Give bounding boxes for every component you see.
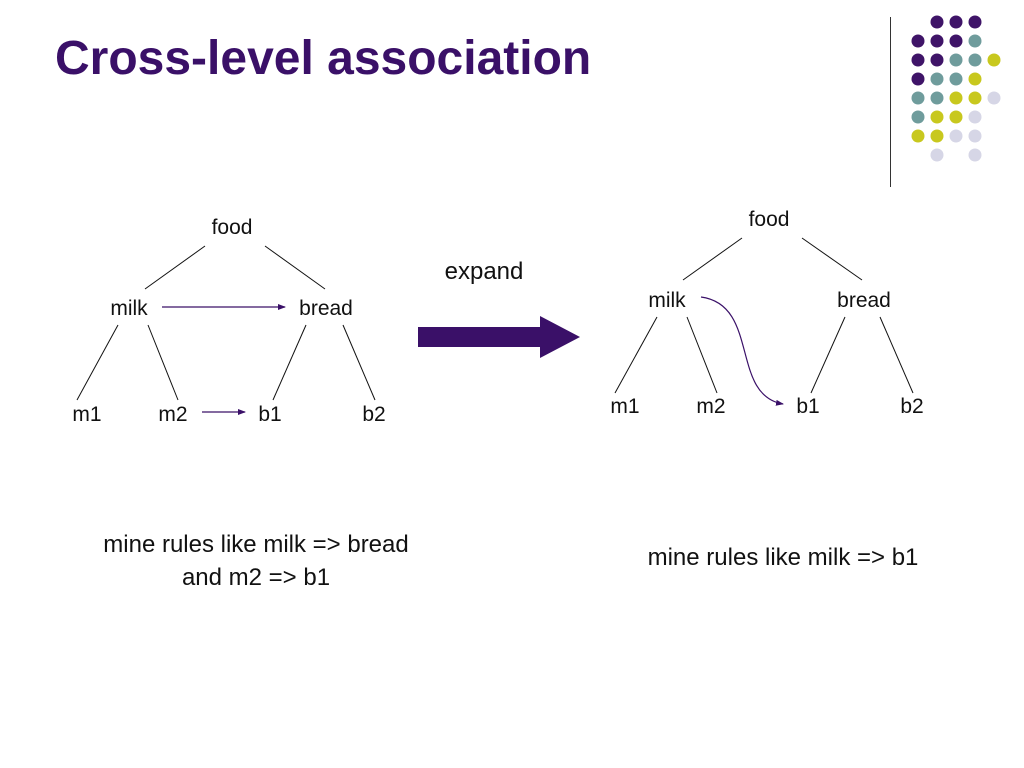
edge-food-bread <box>264 245 326 290</box>
node-b2: b2 <box>900 395 923 418</box>
decorative-dot <box>911 34 925 48</box>
node-food: food <box>749 208 790 231</box>
decorative-dot <box>911 53 925 67</box>
node-m1: m1 <box>72 403 101 426</box>
slide-title: Cross-level association <box>55 32 592 85</box>
decorative-dot <box>968 129 982 143</box>
decorative-dot <box>968 53 982 67</box>
node-b2: b2 <box>362 403 385 426</box>
decorative-dot <box>968 91 982 105</box>
edge-milk-m2 <box>686 316 718 394</box>
decorative-dot <box>930 148 944 162</box>
expand-arrow-icon <box>418 316 580 358</box>
decorative-dot <box>930 110 944 124</box>
decorative-dot <box>930 53 944 67</box>
right-tree: food milk bread m1 m2 b1 b2 <box>610 208 923 418</box>
node-milk: milk <box>110 297 148 320</box>
decorative-dot <box>949 53 963 67</box>
caption-left-line2: and m2 => b1 <box>181 564 331 591</box>
decorative-dot <box>968 72 982 86</box>
decorative-dot <box>949 110 963 124</box>
caption-right: mine rules like milk => b1 <box>647 544 919 571</box>
decorative-dot <box>911 72 925 86</box>
caption-left-line1: mine rules like milk => bread <box>103 531 409 558</box>
decorative-dot <box>949 91 963 105</box>
edge-milk-m1 <box>614 316 658 394</box>
node-m1: m1 <box>610 395 639 418</box>
decorative-dot <box>930 72 944 86</box>
left-tree: food milk bread m1 m2 b1 b2 <box>72 216 385 426</box>
edge-bread-b1 <box>272 324 307 401</box>
decorative-dot <box>968 148 982 162</box>
decorative-dot <box>949 34 963 48</box>
decorative-dot <box>949 72 963 86</box>
edge-milk-m1 <box>76 324 119 401</box>
node-food: food <box>212 216 253 239</box>
edge-bread-b2 <box>879 316 914 394</box>
node-bread: bread <box>299 297 353 320</box>
node-b1: b1 <box>796 395 819 418</box>
decorative-dot <box>949 129 963 143</box>
decorative-dot <box>911 91 925 105</box>
decorative-dot <box>968 34 982 48</box>
decorative-dot-grid-icon <box>911 15 1001 162</box>
node-b1: b1 <box>258 403 281 426</box>
edge-food-bread <box>801 237 863 281</box>
node-m2: m2 <box>696 395 725 418</box>
decorative-dot <box>968 110 982 124</box>
node-m2: m2 <box>158 403 187 426</box>
decorative-dot <box>911 110 925 124</box>
decorative-dot <box>987 53 1001 67</box>
edge-bread-b2 <box>342 324 376 401</box>
edge-food-milk <box>682 237 743 281</box>
edge-milk-m2 <box>147 324 179 401</box>
caption-left: mine rules like milk => bread and m2 => … <box>56 528 456 594</box>
decorative-dot <box>930 129 944 143</box>
edge-bread-b1 <box>810 316 846 394</box>
decorative-dot <box>930 34 944 48</box>
decorative-dot <box>987 91 1001 105</box>
decorative-dot <box>930 15 944 29</box>
edge-food-milk <box>144 245 206 290</box>
title-divider-line <box>890 17 891 187</box>
association-arrow-milk-b1 <box>700 296 784 406</box>
decorative-dot <box>930 91 944 105</box>
node-milk: milk <box>648 289 686 312</box>
decorative-dot <box>911 129 925 143</box>
expand-label: expand <box>445 258 524 285</box>
node-bread: bread <box>837 289 891 312</box>
decorative-dot <box>949 15 963 29</box>
decorative-dot <box>968 15 982 29</box>
